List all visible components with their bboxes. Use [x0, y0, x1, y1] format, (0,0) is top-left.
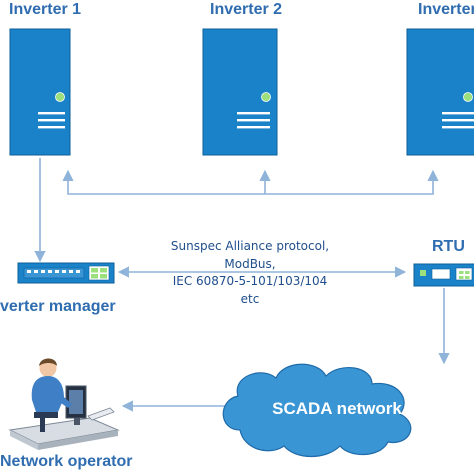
scada-network-label: SCADA network	[272, 399, 402, 418]
protocol-line: Sunspec Alliance protocol,	[170, 239, 330, 253]
status-led-icon	[261, 92, 271, 102]
inverter-2-label: Inverter 2	[210, 1, 283, 18]
rtu-label: RTU	[432, 238, 465, 255]
inverter-1-device	[9, 28, 71, 156]
inverter-2-device	[202, 28, 278, 156]
inverter-bus-link	[62, 169, 439, 195]
inverter-3-label: Inverter	[418, 1, 474, 18]
rtu-device	[413, 263, 474, 287]
network-operator-icon	[8, 358, 120, 450]
inverter-3-device	[406, 28, 474, 156]
inverter-manager-label: verter manager	[0, 298, 116, 315]
status-led-icon	[55, 92, 65, 102]
protocol-line: etc	[240, 291, 260, 306]
module-icon	[88, 265, 110, 281]
protocol-description: Sunspec Alliance protocol, ModBus, IEC 6…	[150, 238, 350, 308]
network-operator-label: Network operator	[0, 453, 133, 470]
protocol-line: IEC 60870-5-101/103/104	[172, 274, 328, 288]
inverter-manager-device	[17, 262, 115, 284]
status-led-icon	[463, 92, 473, 102]
scada-cloud-icon	[222, 363, 412, 457]
protocol-line: ModBus,	[224, 256, 276, 271]
inverter-1-label: Inverter 1	[9, 1, 82, 18]
